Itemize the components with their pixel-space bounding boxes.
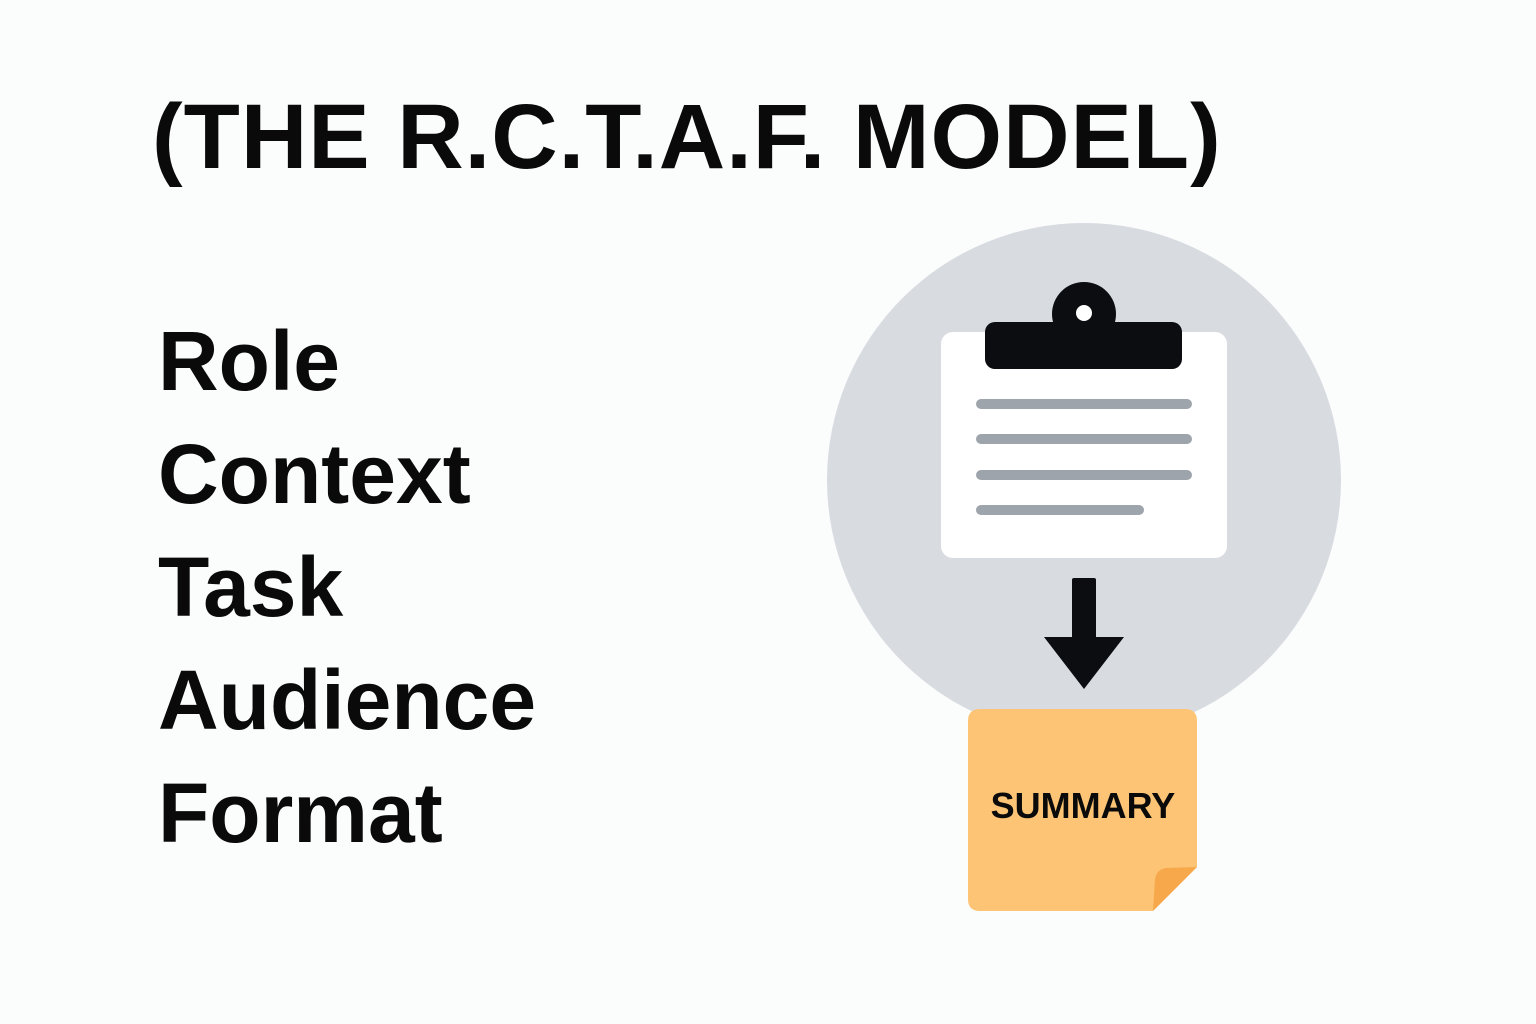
clipboard-clip-hole bbox=[1076, 305, 1092, 321]
model-list: Role Context Task Audience Format bbox=[158, 305, 536, 870]
model-item-role: Role bbox=[158, 314, 341, 408]
summary-label: SUMMARY bbox=[991, 785, 1176, 826]
sticky-note-fold bbox=[1153, 867, 1197, 911]
clipboard-paper bbox=[941, 332, 1227, 558]
page-title: (THE R.C.T.A.F. MODEL) bbox=[152, 86, 1222, 188]
arrow-shaft bbox=[1072, 578, 1096, 644]
sticky-note bbox=[968, 709, 1197, 911]
model-item-context: Context bbox=[158, 427, 471, 521]
clipboard-clip-bar bbox=[985, 322, 1182, 369]
model-item-format: Format bbox=[158, 766, 443, 860]
arrow-down-icon bbox=[1044, 578, 1124, 689]
model-item-task: Task bbox=[158, 540, 344, 634]
arrow-head bbox=[1044, 637, 1124, 689]
clipboard-icon bbox=[941, 282, 1227, 558]
model-item-audience: Audience bbox=[158, 653, 537, 747]
sticky-note-icon: SUMMARY bbox=[968, 709, 1197, 911]
